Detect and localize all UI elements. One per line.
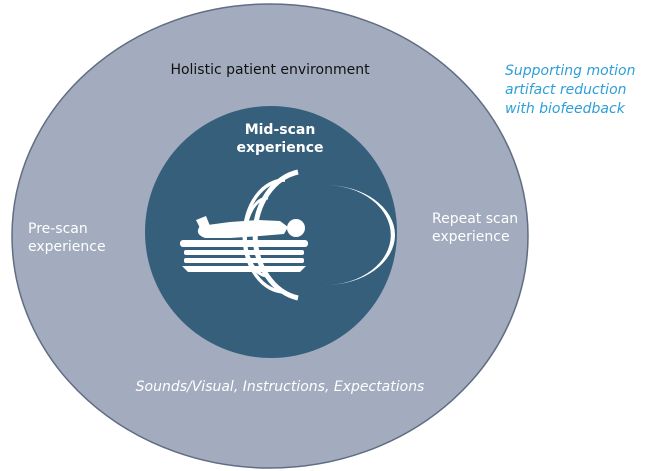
repeat-scan-label-line-2: experience <box>432 229 510 246</box>
repeat-scan-label-line-1: Repeat scan <box>432 211 519 227</box>
bottom-caption: Sounds/Visual, Instructions, Expectation… <box>135 379 425 395</box>
side-note-line-3: with biofeedback <box>505 100 625 117</box>
side-note-line-2: artifact reduction <box>505 81 627 98</box>
mid-scan-label-line-2: experience <box>236 140 324 157</box>
pre-scan-label-line-2: experience <box>28 239 106 256</box>
mid-scan-label-line-1: Mid-scan <box>244 122 316 138</box>
side-note: Supporting motion artifact reduction wit… <box>505 62 655 119</box>
outer-ring-title: Holistic patient environment <box>170 62 370 78</box>
pre-scan-label-line-1: Pre-scan <box>28 221 88 237</box>
pre-scan-label: Pre-scan experience <box>28 220 138 256</box>
side-note-line-1: Supporting motion <box>505 63 636 79</box>
repeat-scan-label: Repeat scan experience <box>432 210 542 246</box>
mid-scan-label: Mid-scan experience <box>220 121 340 157</box>
mri-scanner-icon <box>180 169 395 301</box>
